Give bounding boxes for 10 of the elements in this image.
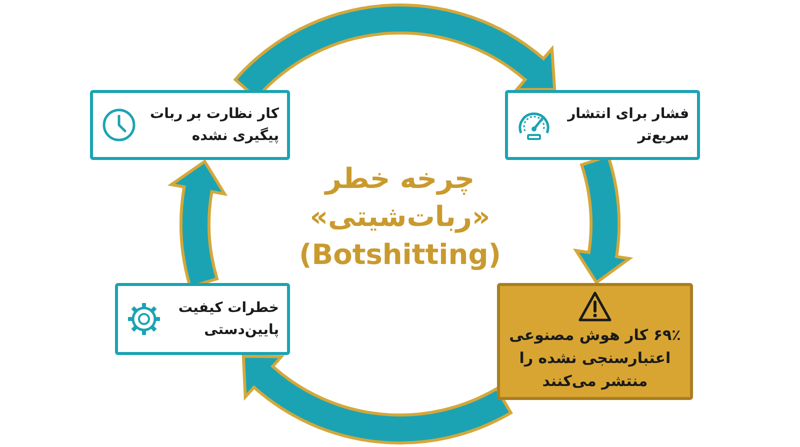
process-box	[90, 90, 290, 160]
node-text: فشار برای انتشار سریع‌تر	[566, 105, 689, 146]
diagram-title: چرخه خطر «ربات‌شیتی» (Botshitting)	[298, 161, 502, 273]
process-box	[505, 90, 700, 160]
process-box	[497, 283, 693, 400]
node-text: ۶۹٪ کار هوش مصنوعی اعتبارسنجی نشده را منتشر می‌کنند	[508, 325, 682, 392]
cycle-arrow	[242, 354, 512, 444]
process-box	[115, 283, 290, 355]
node-text: کار نظارت بر ربات پیگیری نشده	[149, 105, 279, 146]
node-text: خطرات کیفیت پایین‌دستی	[177, 299, 279, 340]
